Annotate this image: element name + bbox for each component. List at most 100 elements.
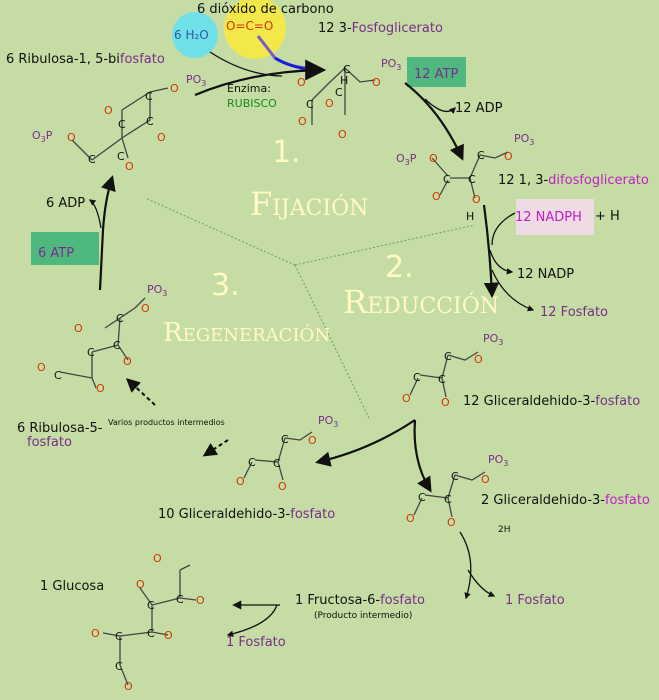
enzyme-label: Enzima: bbox=[227, 82, 271, 95]
svg-text:C: C bbox=[444, 350, 452, 363]
svg-text:C: C bbox=[54, 369, 62, 382]
svg-text:O: O bbox=[170, 82, 179, 95]
ru5p-label-suffix: fosfato bbox=[27, 435, 72, 450]
svg-text:O: O bbox=[104, 104, 113, 117]
atp-12-label: 12 ATP bbox=[414, 67, 458, 82]
svg-text:O: O bbox=[308, 434, 317, 447]
svg-text:O: O bbox=[74, 322, 83, 335]
stage-3-name: Regeneración bbox=[163, 318, 330, 348]
svg-text:C: C bbox=[451, 470, 459, 483]
g3p-10-molecule: PO3 O O O C C C bbox=[236, 414, 338, 493]
glucose-label: 1 Glucosa bbox=[40, 579, 104, 594]
ru5p-label-prefix: 6 Ribulosa-5- bbox=[17, 421, 103, 436]
svg-text:C: C bbox=[306, 98, 314, 111]
pga-label: 12 3-Fosfoglicerato bbox=[318, 21, 443, 36]
svg-text:C: C bbox=[468, 173, 476, 186]
adp-6-label: 6 ADP bbox=[46, 196, 85, 211]
nadph-in-arrow bbox=[491, 212, 516, 246]
svg-text:C: C bbox=[145, 90, 153, 103]
svg-text:O: O bbox=[141, 302, 150, 315]
svg-text:O: O bbox=[297, 76, 306, 89]
adp-6-arrow bbox=[88, 199, 102, 229]
svg-text:O: O bbox=[123, 355, 132, 368]
divider-reduction-regeneration bbox=[294, 264, 371, 421]
bpg-to-g3p-arrow bbox=[482, 204, 500, 299]
phosphate-1a-label: 1 Fosfato bbox=[505, 593, 565, 608]
svg-text:C: C bbox=[88, 153, 96, 166]
svg-text:O: O bbox=[164, 629, 173, 642]
nadp-out-arrow bbox=[489, 249, 514, 275]
water-label: 6 H₂O bbox=[174, 28, 209, 42]
g3p-to-export-arrow bbox=[413, 419, 432, 493]
svg-text:C: C bbox=[115, 630, 123, 643]
svg-text:O: O bbox=[136, 578, 145, 591]
svg-text:H: H bbox=[466, 210, 474, 223]
svg-text:C: C bbox=[113, 339, 121, 352]
svg-text:C: C bbox=[147, 627, 155, 640]
rubp-label: 6 Ribulosa-1, 5-bifosfato bbox=[6, 52, 165, 67]
co2-circle bbox=[224, 0, 286, 59]
svg-text:O: O bbox=[406, 512, 415, 525]
svg-text:C: C bbox=[438, 373, 446, 386]
svg-text:O: O bbox=[432, 190, 441, 203]
svg-text:C: C bbox=[443, 173, 451, 186]
svg-text:O: O bbox=[125, 160, 134, 173]
svg-text:C: C bbox=[146, 115, 154, 128]
nadp-label: 12 NADP bbox=[517, 267, 574, 282]
co2-label: 6 dióxido de carbono bbox=[197, 2, 334, 17]
h-plus-label: + H bbox=[595, 209, 620, 224]
svg-text:PO3: PO3 bbox=[488, 453, 508, 468]
svg-text:C: C bbox=[248, 456, 256, 469]
svg-text:C: C bbox=[87, 346, 95, 359]
svg-text:O: O bbox=[96, 382, 105, 395]
svg-text:O: O bbox=[196, 594, 205, 607]
svg-text:O: O bbox=[278, 480, 287, 493]
svg-text:PO3: PO3 bbox=[318, 414, 338, 429]
divider-fixation-regeneration bbox=[144, 197, 296, 266]
stage-1-number: 1. bbox=[272, 135, 301, 170]
svg-text:PO3: PO3 bbox=[483, 332, 503, 347]
g3p-2-molecule: PO3 O O O C C C bbox=[406, 453, 508, 529]
svg-text:C: C bbox=[413, 371, 421, 384]
phosphate-1b-arrow bbox=[226, 604, 278, 637]
atp-6-label: 6 ATP bbox=[38, 246, 74, 261]
phosphate-1b-label: 1 Fosfato bbox=[226, 635, 286, 650]
svg-text:O: O bbox=[481, 473, 490, 486]
g3p-to-regeneration-arrow bbox=[314, 419, 416, 467]
stage-3-number: 3. bbox=[211, 268, 240, 303]
svg-text:C: C bbox=[116, 312, 124, 325]
svg-text:C: C bbox=[117, 150, 125, 163]
ru5p-molecule: PO3 O O O O O C C C C bbox=[37, 283, 167, 395]
bpg-molecule: PO3 O3P O O O O C C C H bbox=[396, 132, 534, 223]
stage-1-name: Fijación bbox=[250, 185, 368, 223]
nadph-label: 12 NADPH bbox=[515, 210, 582, 225]
atp-12-box bbox=[407, 57, 466, 87]
adp-12-label: 12 ADP bbox=[455, 101, 503, 116]
svg-text:C: C bbox=[444, 493, 452, 506]
svg-text:O: O bbox=[91, 627, 100, 640]
svg-text:O: O bbox=[402, 392, 411, 405]
g3p-12-molecule: PO3 O O O C C C bbox=[402, 332, 503, 409]
svg-text:O: O bbox=[441, 396, 450, 409]
svg-text:O: O bbox=[157, 131, 166, 144]
svg-text:O: O bbox=[67, 131, 76, 144]
svg-text:O: O bbox=[504, 150, 513, 163]
g3p-10-label: 10 Gliceraldehido-3-fosfato bbox=[158, 507, 335, 522]
h2-plus-label: 2H bbox=[498, 525, 511, 535]
nadph-box bbox=[516, 199, 594, 235]
rubp-o3p: O3P bbox=[32, 129, 53, 144]
glucose-molecule: O O O O O O C C C C C bbox=[91, 552, 205, 693]
rubp-molecule: PO3 O O O O O O3P C C C C C bbox=[32, 73, 206, 173]
svg-text:C: C bbox=[335, 86, 343, 99]
pga-molecule: PO3 O O O O O C C C H bbox=[297, 57, 401, 141]
svg-text:O: O bbox=[447, 516, 456, 529]
atp-6-box bbox=[31, 232, 99, 265]
g3p-to-fructose-arrow bbox=[459, 531, 472, 600]
intermediates-note: Varios productos intermedios bbox=[108, 418, 225, 427]
svg-text:O: O bbox=[298, 115, 307, 128]
svg-text:C: C bbox=[147, 599, 155, 612]
svg-text:O: O bbox=[474, 353, 483, 366]
svg-text:C: C bbox=[418, 491, 426, 504]
intermediates-arrow-1 bbox=[202, 439, 229, 457]
